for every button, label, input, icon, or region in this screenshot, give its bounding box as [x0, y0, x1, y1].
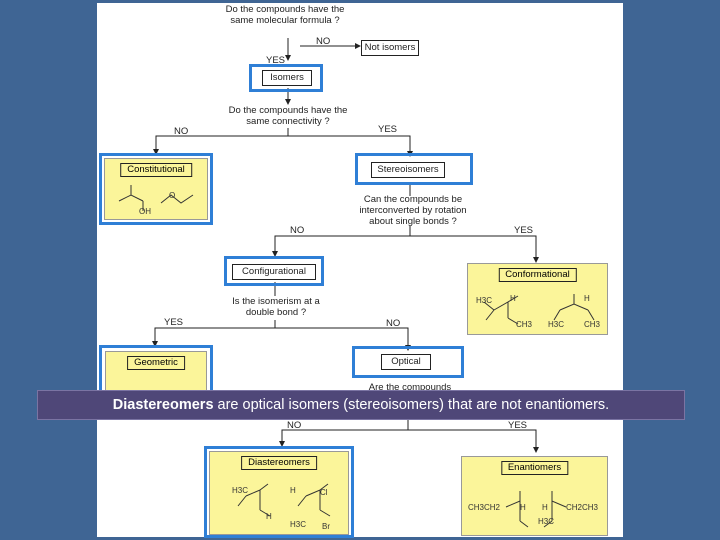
cl-label-dia: Cl: [320, 488, 328, 497]
h3c-label-dia: H3C: [232, 486, 249, 495]
label-no-double-bond: NO: [386, 318, 401, 329]
h-label-conf: H: [510, 294, 516, 303]
isomers-frame: [249, 64, 323, 92]
br-label-dia: Br: [322, 522, 330, 531]
question-same-formula: Do the compounds have the same molecular…: [225, 4, 345, 26]
ch3-label-conf: CH3: [516, 320, 533, 329]
stereoisomers-box: Stereoisomers: [371, 162, 445, 178]
isomers-box: Isomers: [262, 70, 312, 86]
caption-banner: Diastereomers are optical isomers (stere…: [37, 390, 685, 420]
configurational-box: Configurational: [232, 264, 316, 280]
caption-text: are optical isomers (stereoisomers) that…: [213, 397, 610, 413]
constitutional-frame: [99, 153, 213, 225]
h3c-label-dia-2: H3C: [290, 520, 307, 529]
diastereomer-structures: [237, 483, 331, 517]
optical-frame: [352, 346, 464, 378]
question-compounds: Are the compounds: [368, 382, 452, 393]
h3c-label-enant: H3C: [538, 517, 555, 526]
h-label-dia-2: H: [266, 512, 272, 521]
h3c-label-conf: H3C: [476, 296, 493, 305]
h-label-conf-2: H: [584, 294, 590, 303]
configurational-frame: [224, 256, 324, 286]
h3c-label-conf-2: H3C: [548, 320, 565, 329]
question-double-bond: Is the isomerism at a double bond ?: [232, 296, 320, 318]
label-yes-enantiomer: YES: [508, 420, 528, 431]
constitutional-panel: Constitutional OH O: [104, 158, 208, 220]
ch3-label-conf-2: CH3: [584, 320, 601, 329]
label-no-rotation: NO: [290, 225, 305, 236]
o-label: O: [169, 191, 176, 200]
h-label-dia: H: [290, 486, 296, 495]
diastereomers-frame: [204, 446, 354, 538]
label-no-formula: NO: [316, 36, 331, 47]
constitutional-structures: [118, 185, 194, 211]
conformational-panel: Conformational H3C H CH3 H3C CH3 H: [467, 263, 608, 335]
ch2ch3-label: CH2CH3: [566, 503, 599, 512]
label-yes-formula: YES: [266, 55, 286, 66]
geometric-panel: Geometric: [105, 351, 207, 395]
label-yes-double-bond: YES: [164, 317, 184, 328]
ch3ch2-label: CH3CH2: [468, 503, 501, 512]
conformational-label: Conformational: [498, 268, 577, 282]
conformational-structures: [483, 294, 595, 325]
oh-label: OH: [139, 207, 151, 216]
label-yes-rotation: YES: [514, 225, 534, 236]
diastereomers-panel: Diastereomers H3C H Cl H H3C Br: [209, 451, 349, 535]
h-label-enant: H: [520, 503, 526, 512]
label-no-enantiomer: NO: [287, 420, 302, 431]
enantiomers-panel: Enantiomers CH3CH2 H H CH2CH3 H3C: [461, 456, 608, 536]
h-label-enant-2: H: [542, 503, 548, 512]
question-same-connectivity: Do the compounds have the same connectiv…: [228, 105, 348, 127]
geometric-label: Geometric: [127, 356, 185, 370]
enantiomer-structures: [505, 491, 567, 528]
diastereomers-label: Diastereomers: [241, 456, 317, 470]
not-isomers-box: Not isomers: [361, 40, 419, 56]
caption-term: Diastereomers: [112, 397, 214, 413]
question-rotation: Can the compounds be interconverted by r…: [359, 194, 467, 227]
label-no-connectivity: NO: [174, 126, 189, 137]
constitutional-label: Constitutional: [120, 163, 192, 177]
label-yes-connectivity: YES: [378, 124, 398, 135]
optical-box: Optical: [381, 354, 431, 370]
enantiomers-label: Enantiomers: [500, 461, 569, 475]
stereoisomers-frame: [355, 153, 473, 185]
